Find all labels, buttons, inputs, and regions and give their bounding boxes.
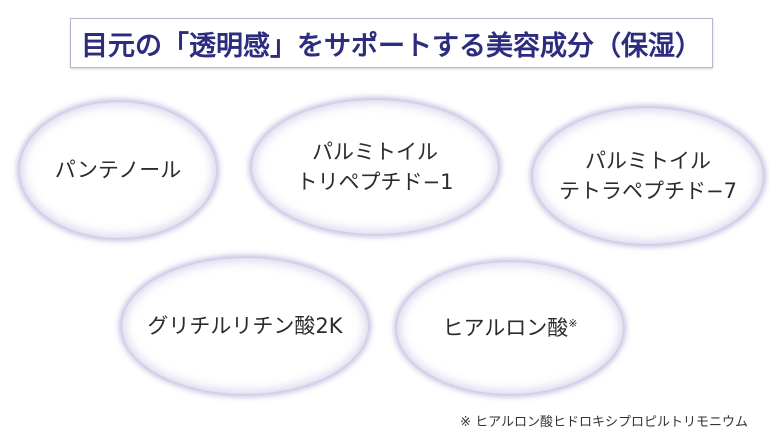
ingredient-palmitoyl-tetrapeptide-7: パルミトイルテトラペプチド−7 [533, 108, 763, 244]
ingredient-label: ヒアルロン酸※ [442, 313, 577, 343]
title-box: 目元の「透明感」をサポートする美容成分（保湿） [70, 18, 713, 68]
ingredient-dipotassium-glycyrrhizate: グリチルリチン酸2K [122, 258, 368, 394]
ingredient-label: グリチルリチン酸2K [147, 313, 343, 338]
footnote: ※ ヒアルロン酸ヒドロキシプロピルトリモニウム [460, 415, 748, 430]
ingredient-label: パルミトイル [312, 139, 438, 164]
page-title: 目元の「透明感」をサポートする美容成分（保湿） [81, 30, 702, 62]
ingredient-label: パンテノール [54, 157, 182, 182]
ingredient-panthenol: パンテノール [20, 102, 216, 238]
footnote-mark: ※ [568, 316, 578, 330]
ingredient-label: テトラペプチド−7 [559, 179, 737, 203]
ingredient-palmitoyl-tripeptide-1: パルミトイルトリペプチド−1 [252, 100, 498, 234]
ingredient-hyaluronic-acid: ヒアルロン酸※ [397, 262, 623, 394]
ingredient-label: パルミトイル [585, 148, 711, 173]
ingredient-label-text: ヒアルロン酸 [442, 315, 569, 340]
ingredient-label: トリペプチド−1 [296, 170, 454, 194]
